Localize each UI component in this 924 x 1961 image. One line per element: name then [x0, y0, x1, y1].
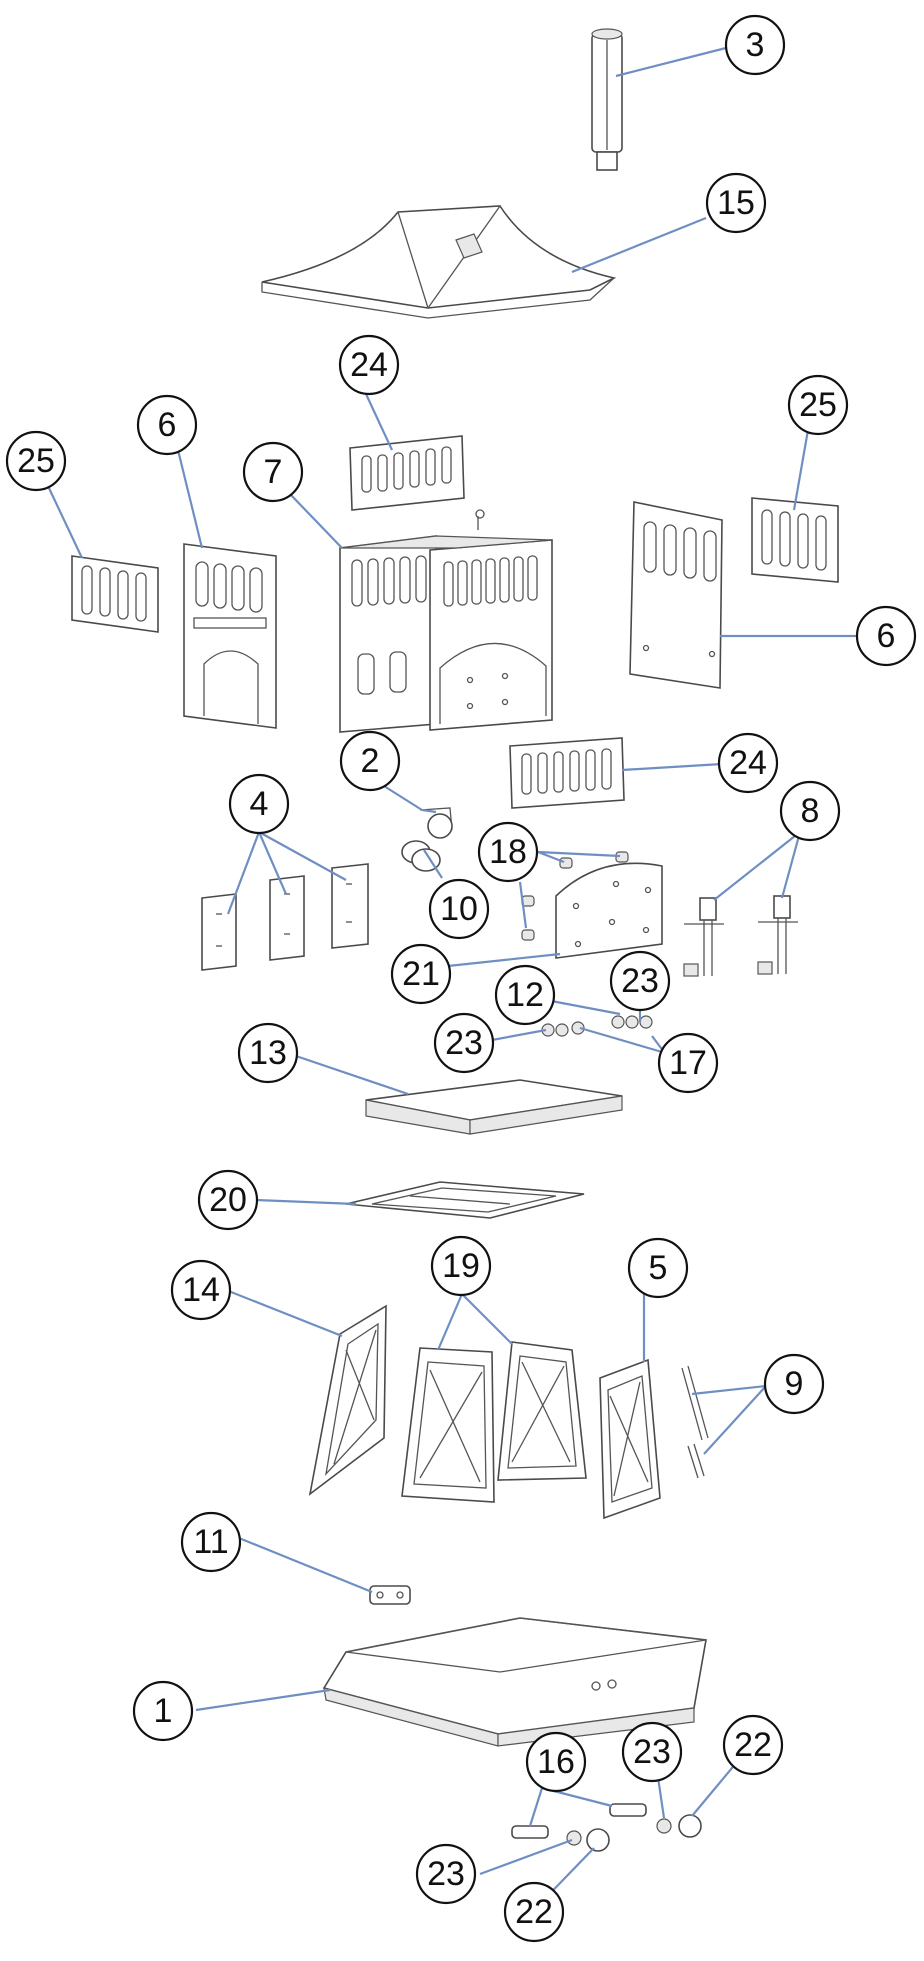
- callout-2: 2: [339, 730, 401, 792]
- callout-5: 5: [627, 1237, 689, 1299]
- right-side-panel-part: [629, 501, 723, 689]
- callout-18: 18: [477, 821, 539, 883]
- callout-24: 24: [717, 732, 779, 794]
- callout-label: 24: [350, 346, 388, 384]
- screws-and-nuts-part: [541, 1015, 653, 1037]
- callout-label: 21: [402, 955, 440, 993]
- callout-label: 9: [785, 1365, 804, 1403]
- firebox-body-part: [339, 509, 553, 733]
- callout-label: 24: [729, 744, 767, 782]
- door-plate-part: [555, 862, 663, 959]
- callout-label: 23: [427, 1855, 465, 1893]
- callout-label: 3: [746, 26, 765, 64]
- callout-label: 18: [489, 833, 527, 871]
- callout-23: 23: [621, 1721, 683, 1783]
- callout-label: 10: [440, 890, 478, 928]
- callout-label: 12: [506, 976, 544, 1014]
- callout-6: 6: [136, 394, 198, 456]
- callout-label: 6: [158, 406, 177, 444]
- bolts-part: [521, 851, 629, 941]
- right-leg-panel-part: [599, 1358, 661, 1520]
- callout-label: 15: [717, 184, 755, 222]
- callout-19: 19: [430, 1235, 492, 1297]
- callout-23: 23: [433, 1012, 495, 1074]
- callout-8: 8: [779, 780, 841, 842]
- callout-24: 24: [338, 334, 400, 396]
- grate-frame-part: [345, 1181, 585, 1219]
- callout-21: 21: [390, 943, 452, 1005]
- callout-label: 14: [182, 1271, 220, 1309]
- callout-label: 25: [17, 442, 55, 480]
- callout-label: 5: [649, 1249, 668, 1287]
- callout-11: 11: [180, 1511, 242, 1573]
- callout-label: 20: [209, 1181, 247, 1219]
- small-plates-part: [201, 863, 369, 971]
- callout-label: 6: [877, 617, 896, 655]
- callout-label: 2: [361, 742, 380, 780]
- callout-12: 12: [494, 964, 556, 1026]
- callout-label: 25: [799, 386, 837, 424]
- left-leg-panel-part: [308, 1304, 387, 1496]
- handle-knob-part: [419, 807, 453, 839]
- callout-25: 25: [5, 430, 67, 492]
- front-leg-panels-part: [401, 1341, 587, 1503]
- callout-label: 17: [669, 1044, 707, 1082]
- callout-label: 16: [537, 1743, 575, 1781]
- rails-part: [681, 1365, 709, 1479]
- callout-4: 4: [228, 773, 290, 835]
- callout-13: 13: [237, 1022, 299, 1084]
- callout-23: 23: [415, 1843, 477, 1905]
- callout-label: 22: [515, 1893, 553, 1931]
- callout-16: 16: [525, 1731, 587, 1793]
- callout-10: 10: [428, 878, 490, 940]
- left-side-panel-part: [183, 543, 277, 729]
- callout-22: 22: [503, 1881, 565, 1943]
- callout-23: 23: [609, 950, 671, 1012]
- callout-9: 9: [763, 1353, 825, 1415]
- callout-17: 17: [657, 1032, 719, 1094]
- callout-6: 6: [855, 605, 917, 667]
- callout-22: 22: [722, 1714, 784, 1776]
- callout-7: 7: [242, 441, 304, 503]
- left-screen-panel-part: [71, 555, 159, 633]
- fire-tray-part: [365, 1079, 623, 1135]
- middle-grate-panel-part: [509, 737, 625, 809]
- callout-label: 7: [264, 453, 283, 491]
- callout-20: 20: [197, 1169, 259, 1231]
- callout-label: 23: [445, 1024, 483, 1062]
- callout-15: 15: [705, 172, 767, 234]
- feet-nuts-caps-part: [566, 1814, 702, 1852]
- callout-label: 23: [633, 1733, 671, 1771]
- upper-grate-panel-part: [349, 435, 465, 511]
- callout-label: 23: [621, 962, 659, 1000]
- right-screen-panel-part: [751, 497, 839, 583]
- callout-label: 22: [734, 1726, 772, 1764]
- hinge-brackets-part: [683, 895, 798, 977]
- callout-label: 8: [801, 792, 820, 830]
- callout-label: 13: [249, 1034, 287, 1072]
- chimney-pipe-part: [591, 28, 623, 171]
- connector-part: [369, 1585, 411, 1605]
- callout-label: 1: [154, 1692, 173, 1730]
- callout-label: 11: [193, 1523, 228, 1561]
- callout-14: 14: [170, 1259, 232, 1321]
- roof-hood-part: [261, 205, 617, 319]
- callout-25: 25: [787, 374, 849, 436]
- callout-label: 4: [250, 785, 269, 823]
- callout-3: 3: [724, 14, 786, 76]
- leader-lines: [47, 46, 860, 1913]
- callout-label: 19: [442, 1247, 480, 1285]
- callout-1: 1: [132, 1680, 194, 1742]
